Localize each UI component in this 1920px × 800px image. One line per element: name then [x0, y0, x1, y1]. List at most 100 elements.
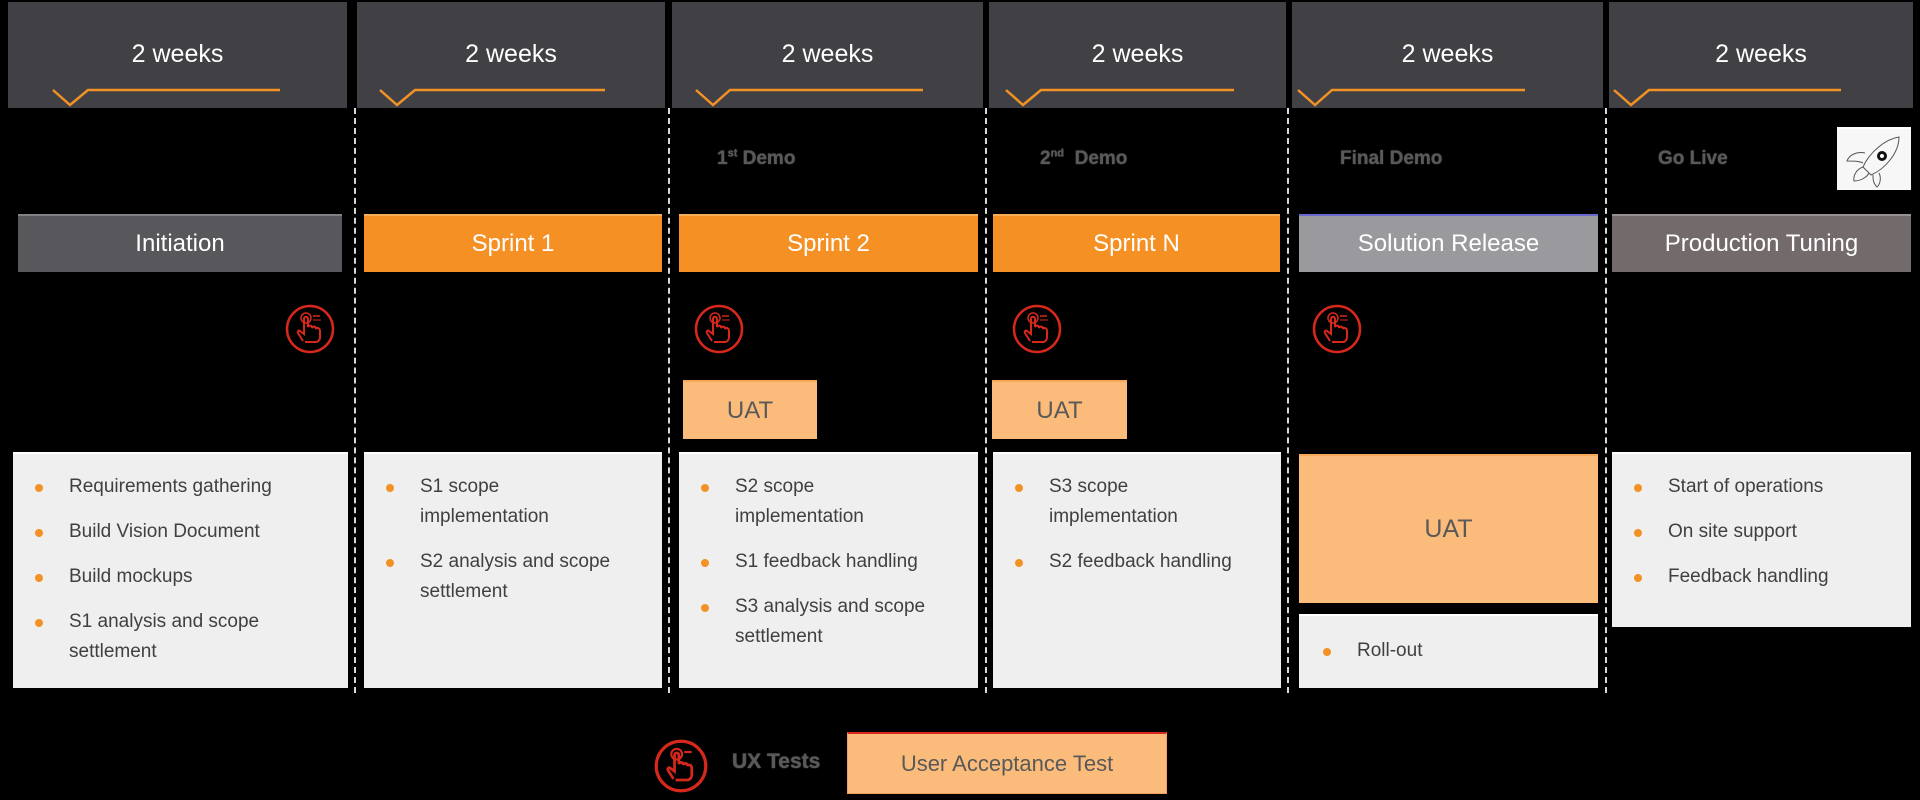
phase-solution-release: Solution Release	[1299, 214, 1598, 272]
week-duration: 2 weeks	[1091, 40, 1184, 68]
bullet-icon	[35, 619, 43, 627]
week-header-4: 2 weeks	[989, 2, 1286, 108]
activity-item: Start of operations	[1612, 472, 1911, 502]
activities-sprint-2: S2 scope implementation S1 feedback hand…	[679, 452, 978, 688]
bullet-icon	[701, 484, 709, 492]
activity-item: Build mockups	[13, 562, 348, 592]
bullet-icon	[1634, 529, 1642, 537]
activity-text: S1 analysis and scope settlement	[69, 611, 260, 662]
bullet-icon	[35, 529, 43, 537]
activity-text: S3 scope implementation	[1049, 476, 1178, 527]
rocket-glyph	[1846, 136, 1900, 188]
activity-item: S3 scope implementation	[993, 472, 1281, 532]
activity-text: S3 analysis and scope settlement	[735, 596, 926, 647]
ux-test-icon	[1312, 304, 1362, 354]
activities-production-tuning: Start of operations On site support Feed…	[1612, 452, 1911, 627]
activity-item: S2 scope implementation	[679, 472, 978, 532]
milestone-ordinal-suffix: nd	[1050, 147, 1065, 160]
activity-item: S2 feedback handling	[993, 547, 1281, 577]
week-header-6: 2 weeks	[1609, 2, 1913, 108]
bullet-icon	[386, 559, 394, 567]
bullet-icon	[1634, 484, 1642, 492]
bullet-icon	[1634, 574, 1642, 582]
timeline-tick-icon	[52, 88, 280, 107]
activities-sprint-n: S3 scope implementation S2 feedback hand…	[993, 452, 1281, 688]
column-separator	[668, 108, 670, 693]
column-separator	[354, 108, 356, 693]
timeline-tick-icon	[1297, 88, 1525, 107]
timeline-tick-icon	[1613, 88, 1841, 107]
activity-item: S2 analysis and scope settlement	[364, 547, 662, 607]
milestone-second-demo: 2nd Demo	[1040, 148, 1127, 170]
week-header-5: 2 weeks	[1292, 2, 1603, 108]
milestone-go-live: Go Live	[1658, 148, 1728, 169]
activity-text: S2 feedback handling	[1049, 551, 1232, 572]
activity-text: S2 analysis and scope settlement	[420, 551, 611, 602]
activity-text: Requirements gathering	[69, 476, 272, 497]
activity-item: Build Vision Document	[13, 517, 348, 547]
activity-item: S1 feedback handling	[679, 547, 978, 577]
legend-ux-test-icon	[654, 739, 708, 793]
bullet-icon	[701, 604, 709, 612]
activity-item: Feedback handling	[1612, 562, 1911, 592]
uat-block-sprint-2: UAT	[683, 380, 817, 439]
phase-production-tuning: Production Tuning	[1612, 214, 1911, 272]
ux-test-icon	[694, 304, 744, 354]
legend-ux-tests-label: UX Tests	[732, 750, 821, 773]
bullet-icon	[1323, 648, 1331, 656]
bullet-icon	[1015, 559, 1023, 567]
activities-solution-release: Roll-out	[1299, 614, 1598, 688]
week-duration: 2 weeks	[1715, 40, 1807, 68]
milestone-ordinal: 1	[717, 148, 728, 169]
milestone-final-demo: Final Demo	[1340, 148, 1443, 169]
activity-item: On site support	[1612, 517, 1911, 547]
milestone-ordinal: 2	[1040, 148, 1051, 169]
uat-block-sprint-n: UAT	[992, 380, 1127, 439]
activity-text: On site support	[1668, 521, 1797, 542]
milestone-first-demo: 1st Demo	[717, 148, 795, 170]
bullet-icon	[35, 484, 43, 492]
week-duration: 2 weeks	[781, 40, 874, 68]
uat-block-solution-release: UAT	[1299, 454, 1598, 603]
milestone-text: Demo	[1074, 148, 1128, 169]
bullet-icon	[701, 559, 709, 567]
activity-text: Build Vision Document	[69, 521, 260, 542]
week-header-3: 2 weeks	[672, 2, 983, 108]
activities-sprint-1: S1 scope implementation S2 analysis and …	[364, 452, 662, 688]
activity-item: S3 analysis and scope settlement	[679, 592, 978, 652]
activity-text: S2 scope implementation	[735, 476, 864, 527]
activity-item: S1 analysis and scope settlement	[13, 607, 348, 667]
activity-item: Requirements gathering	[13, 472, 348, 502]
week-duration: 2 weeks	[465, 40, 557, 68]
timeline-tick-icon	[695, 88, 923, 107]
column-separator	[985, 108, 987, 693]
activity-text: S1 feedback handling	[735, 551, 918, 572]
ux-test-icon	[1012, 304, 1062, 354]
legend-uat-swatch: User Acceptance Test	[847, 732, 1167, 794]
phase-sprint-2: Sprint 2	[679, 214, 978, 272]
activity-text: Build mockups	[69, 566, 193, 587]
week-duration: 2 weeks	[1401, 40, 1494, 68]
activity-text: S1 scope implementation	[420, 476, 549, 527]
activity-text: Start of operations	[1668, 476, 1824, 497]
bullet-icon	[1015, 484, 1023, 492]
column-separator	[1605, 108, 1607, 693]
timeline-tick-icon	[379, 88, 605, 107]
milestone-ordinal-suffix: st	[727, 147, 738, 160]
phase-sprint-1: Sprint 1	[364, 214, 662, 272]
activities-initiation: Requirements gathering Build Vision Docu…	[13, 452, 348, 688]
bullet-icon	[386, 484, 394, 492]
week-duration: 2 weeks	[131, 40, 224, 68]
bullet-icon	[35, 574, 43, 582]
ux-test-icon	[285, 304, 335, 354]
phase-sprint-n: Sprint N	[993, 214, 1280, 272]
phase-initiation: Initiation	[18, 214, 342, 272]
week-header-2: 2 weeks	[357, 2, 665, 108]
column-separator	[1287, 108, 1289, 693]
activity-text: Feedback handling	[1668, 566, 1829, 587]
activity-item: Roll-out	[1299, 636, 1598, 666]
timeline-tick-icon	[1005, 88, 1234, 107]
activity-text: Roll-out	[1357, 640, 1423, 661]
milestone-text: Demo	[742, 148, 796, 169]
week-header-1: 2 weeks	[8, 2, 347, 108]
